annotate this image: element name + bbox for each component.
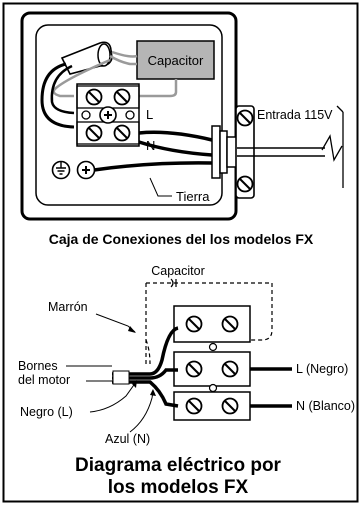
motor-wire-black xyxy=(40,62,75,129)
terminal-l-label: L xyxy=(146,107,153,122)
capacitor-symbol-icon xyxy=(170,278,177,288)
motor-terminals xyxy=(112,370,130,385)
l-negro-label: L (Negro) xyxy=(296,362,348,376)
wiring-title-line2: los modelos FX xyxy=(108,477,249,498)
supply-wire-l xyxy=(138,130,213,142)
ground-symbol-icon xyxy=(51,160,71,180)
junction-box-diagram: Capacitor L N Tierra xyxy=(20,11,344,247)
mounting-bracket xyxy=(235,105,255,199)
supply-wire-n xyxy=(138,140,213,157)
junction-box-inner xyxy=(35,24,223,206)
ground-label: Tierra xyxy=(176,189,210,204)
input-voltage-label: Entrada 115V xyxy=(257,108,333,122)
motor-wire-negro xyxy=(112,368,178,380)
terminal-row-middle xyxy=(173,351,251,387)
ground-wire xyxy=(93,161,213,172)
terminal-row-top xyxy=(173,305,251,343)
capacitor-wire xyxy=(109,54,137,66)
terminal-row-bottom xyxy=(173,391,251,421)
bornes-label-line2: del motor xyxy=(18,373,70,387)
azul-n-label: Azul (N) xyxy=(105,432,150,446)
wiring-diagram: Capacitor Marrón Bornes del motor Negro … xyxy=(18,264,355,498)
motor-wire-azul xyxy=(112,380,179,408)
n-blanco-label: N (Blanco) xyxy=(296,399,355,413)
junction-box-caption: Caja de Conexiones del los modelos FX xyxy=(49,231,314,247)
capacitor-label: Capacitor xyxy=(148,53,204,68)
bornes-label-line1: Bornes xyxy=(18,359,58,373)
capacitor-label-2: Capacitor xyxy=(151,264,205,278)
marron-label: Marrón xyxy=(48,300,88,314)
cable-gland xyxy=(211,125,221,179)
wire-break-mark xyxy=(321,134,343,162)
negro-l-label: Negro (L) xyxy=(20,405,73,419)
wiring-title-line1: Diagrama eléctrico por xyxy=(75,455,282,476)
motor-wire-marron xyxy=(112,326,179,376)
